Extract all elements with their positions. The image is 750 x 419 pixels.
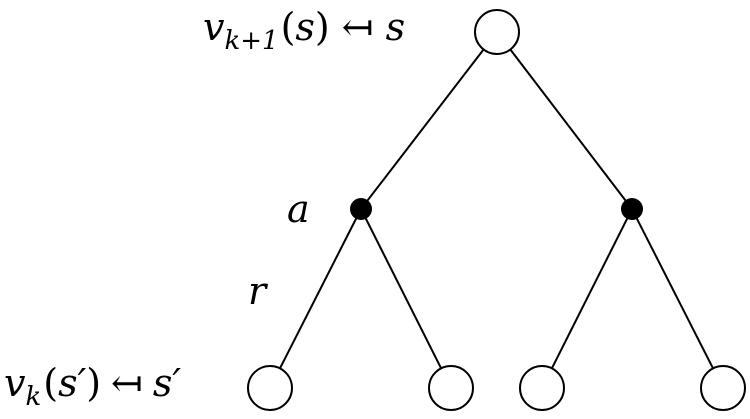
leaf-paren-close: ) — [86, 361, 101, 405]
action-node-left — [350, 198, 372, 220]
leaf-state-node-1 — [247, 365, 293, 411]
edge-right-action-leaf-4 — [631, 208, 724, 389]
root-value-label: vk+1(s)↤s — [203, 5, 405, 56]
leaf-backup-arrow: ↤ — [111, 361, 143, 405]
root-paren-open: ( — [281, 5, 296, 49]
edge-root-right-action — [496, 31, 633, 210]
root-target-state: s — [386, 5, 406, 49]
leaf-state-node-3 — [519, 365, 565, 411]
root-paren-close: ) — [315, 5, 330, 49]
root-value-arg: s — [295, 5, 315, 49]
leaf-value-arg: s′ — [58, 361, 87, 405]
reward-label: r — [248, 269, 269, 313]
action-label: a — [287, 187, 310, 231]
edge-left-action-leaf-1 — [269, 208, 362, 389]
edge-root-left-action — [360, 31, 498, 210]
leaf-paren-open: ( — [43, 361, 58, 405]
edge-right-action-leaf-3 — [541, 208, 633, 389]
leaf-value-label: vk(s′)↤s′ — [4, 361, 181, 412]
root-value-subscript: k+1 — [224, 26, 278, 56]
action-node-right — [621, 198, 643, 220]
leaf-value-subscript: k — [25, 382, 41, 412]
root-state-node — [474, 9, 520, 55]
root-value-fn: v — [203, 5, 225, 49]
leaf-state-node-4 — [700, 365, 746, 411]
leaf-state-node-2 — [428, 365, 474, 411]
root-backup-arrow: ↤ — [342, 5, 374, 49]
leaf-value-fn: v — [4, 361, 26, 405]
edge-left-action-leaf-2 — [360, 208, 452, 389]
leaf-target-state: s′ — [153, 361, 182, 405]
